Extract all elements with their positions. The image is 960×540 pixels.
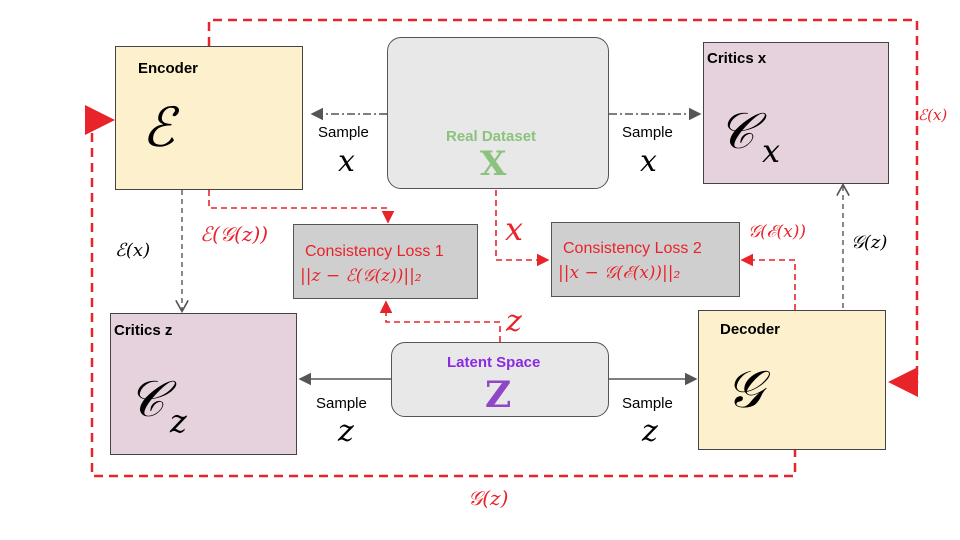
loss2-formula: ||x − 𝒢(ℰ(x))||₂	[558, 263, 681, 283]
latent-space-node	[391, 342, 609, 417]
z-label-right-bottom: z	[642, 414, 658, 449]
critics-x-symbol: 𝒞	[718, 102, 755, 160]
z-red-label: z	[506, 304, 522, 339]
sample-label-left-top: Sample	[318, 124, 369, 141]
critics-x-subscript: x	[762, 132, 781, 170]
g-enc-x-label: 𝒢(ℰ(x))	[748, 222, 806, 242]
sample-label-right-bottom: Sample	[622, 395, 673, 412]
enc-x-label-left: ℰ(x)	[115, 240, 151, 261]
enc-to-loss1-arrow	[208, 190, 395, 224]
critics-x-title: Critics x	[707, 50, 767, 67]
critics-x-node	[703, 42, 889, 184]
g-z-label-bottom: 𝒢(z)	[468, 486, 509, 510]
loss2-title: Consistency Loss 2	[563, 240, 702, 257]
enc-x-label-right: ℰ(x)	[918, 106, 948, 124]
g-z-label-right: 𝒢(z)	[851, 232, 888, 253]
encoder-symbol: ℰ	[142, 96, 175, 159]
x-label-right-top: x	[640, 144, 657, 179]
critics-z-node	[110, 313, 297, 455]
loss1-title: Consistency Loss 1	[305, 243, 444, 260]
x-red-label: x	[505, 210, 524, 248]
real-dataset-symbol: X	[480, 144, 507, 184]
decoder-node	[698, 310, 886, 450]
latent-to-loss1-arrow	[379, 300, 501, 342]
dec-to-loss2-arrow	[740, 253, 796, 310]
encoder-title: Encoder	[138, 60, 199, 77]
enc-gz-label: ℰ(𝒢(z))	[200, 222, 269, 246]
loop-bottom-arrow	[85, 105, 797, 478]
latent-space-title: Latent Space	[447, 354, 541, 371]
sample-label-left-bottom: Sample	[316, 395, 367, 412]
decoder-symbol: 𝒢	[726, 360, 764, 420]
z-label-left-bottom: z	[338, 414, 354, 449]
real-dataset-title: Real Dataset	[446, 128, 537, 145]
sample-label-right-top: Sample	[622, 124, 673, 141]
critics-z-subscript: z	[170, 402, 187, 440]
data-to-loss2-arrow	[495, 190, 550, 267]
latent-space-symbol: Z	[485, 374, 512, 416]
consistency-loss-2-node	[551, 222, 740, 297]
encoder-node	[115, 46, 303, 190]
loop-top-arrow	[207, 18, 919, 397]
decoder-title: Decoder	[720, 321, 781, 338]
x-label-left-top: x	[338, 144, 355, 179]
critics-z-title: Critics z	[114, 322, 173, 339]
consistency-loss-1-node	[293, 224, 478, 299]
critics-z-symbol: 𝒞	[128, 370, 165, 428]
loss1-formula: ||z − ℰ(𝒢(z))||₂	[300, 266, 422, 286]
real-dataset-node	[387, 37, 609, 189]
